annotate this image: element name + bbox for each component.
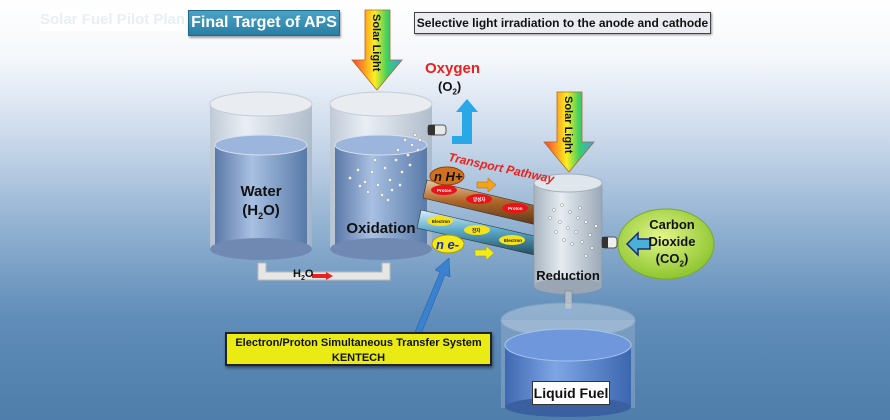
co2-inlet-arrow: [625, 231, 651, 257]
system-caption-line1: Electron/Proton Simultaneous Transfer Sy…: [235, 337, 482, 349]
subtitle-box: Selective light irradiation to the anode…: [414, 12, 711, 34]
proton-tube-label: 양성자: [473, 196, 486, 203]
water-cylinder: [209, 91, 313, 260]
proton-tube-label: Proton: [508, 206, 523, 211]
proton-badge: n H+: [429, 166, 497, 193]
co2-line2: Dioxide: [648, 234, 696, 249]
water-label-line1: Water: [240, 183, 282, 200]
system-caption-box: Electron/Proton Simultaneous Transfer Sy…: [225, 332, 492, 366]
diagram-title: Final Target of APS: [188, 10, 340, 36]
water-formula-sub: 2: [258, 211, 264, 221]
oxidation-cylinder: [329, 91, 447, 260]
water-label-line2: (H2O): [215, 201, 307, 226]
proton-direction-arrow: [476, 177, 497, 193]
water-formula-main: (H: [242, 202, 259, 219]
oxidation-label: Oxidation: [346, 220, 416, 237]
solar-light-arrow-left: Solar Light: [351, 9, 403, 91]
reduction-cylinder: [533, 173, 618, 332]
co2-line3: (CO2): [628, 250, 716, 273]
water-transfer-pipe: [257, 262, 391, 281]
faded-title: Solar Fuel Pilot Plant and: [40, 9, 185, 31]
proton-tube-label: Proton: [437, 188, 452, 193]
tube-label-badge: [502, 203, 528, 213]
co2-formula-end: ): [683, 251, 689, 266]
oxygen-formula-sub: 2: [452, 87, 457, 97]
solar-light-label-left: Solar Light: [370, 14, 382, 72]
oxygen-bubbles: [348, 133, 422, 202]
oxygen-up-arrow: [452, 99, 478, 144]
liquid-fuel-label: Liquid Fuel: [532, 381, 610, 405]
carbon-dioxide-label: Carbon Dioxide (CO2): [628, 216, 716, 273]
co2-formula-sub: 2: [679, 259, 684, 269]
pipe-formula-sub: 2: [300, 275, 305, 283]
water-flow-arrow: [312, 272, 333, 280]
electron-tube-label: Electron: [432, 219, 450, 224]
co2-formula-main: (CO: [655, 251, 680, 266]
tube-label-badge: [431, 185, 457, 195]
proton-badge-label: n H+: [434, 169, 463, 184]
tube-label-badge: [499, 235, 525, 245]
electron-badge: n e-: [431, 234, 495, 261]
co2-line1: Carbon: [649, 217, 695, 232]
pipe-formula-main: H: [293, 268, 301, 280]
reduction-bubbles: [548, 203, 598, 258]
oxygen-formula-main: (O: [438, 79, 453, 94]
electron-badge-label: n e-: [436, 237, 459, 252]
carbon-dioxide-bubble: [617, 208, 715, 280]
pipe-water-label: H2O: [293, 268, 313, 282]
tube-label-badge: [464, 225, 490, 235]
solar-light-arrow-right: Solar Light: [543, 91, 595, 173]
proton-tube: Proton 양성자 Proton: [422, 179, 546, 227]
oxygen-formula: (O2): [438, 79, 461, 97]
solar-light-label-right: Solar Light: [562, 96, 574, 154]
electron-tube-label: 전자: [472, 227, 481, 234]
tube-label-badge: [427, 216, 453, 226]
oxygen-formula-end: ): [456, 79, 462, 94]
electron-tube: Electron 전자 Electron: [416, 209, 544, 257]
water-formula-end: O): [263, 202, 280, 219]
pipe-formula-end: O: [304, 268, 314, 280]
tube-label-badge: [466, 194, 492, 204]
system-pointer-arrow: [414, 257, 451, 335]
system-caption-line2: KENTECH: [331, 352, 386, 364]
reduction-label: Reduction: [536, 268, 600, 283]
water-label: Water (H2O): [215, 182, 307, 226]
electron-tube-label: Electron: [504, 238, 522, 243]
oxygen-label: Oxygen: [425, 60, 481, 77]
electron-direction-arrow: [474, 245, 495, 261]
